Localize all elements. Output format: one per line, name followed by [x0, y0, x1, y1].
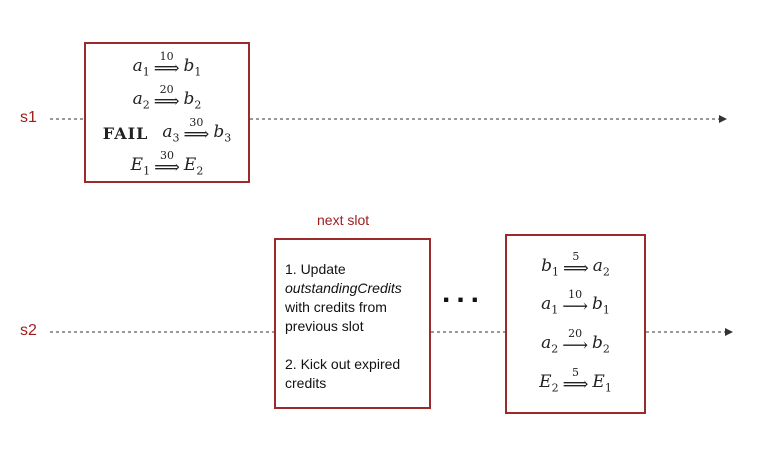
to-node: b1 [183, 55, 202, 79]
single-arrow: 20⟶ [562, 326, 589, 356]
to-node: b2 [592, 332, 610, 356]
lane-label-s2: s2 [20, 322, 37, 339]
credit-row: E1 30⟹ E2 [86, 148, 248, 179]
step1-line2: previous slot [285, 318, 364, 334]
from-node: a1 [132, 55, 150, 79]
from-node: a1 [541, 293, 559, 317]
credit-row: a2 20⟹ b2 [86, 82, 248, 113]
from-node: E2 [539, 371, 559, 395]
s1-credit-box: a1 10⟹ b1 a2 20⟹ b2 FAIL a3 30⟹ b3 E1 30… [84, 42, 250, 183]
to-node: b2 [183, 88, 202, 112]
next-slot-steps: 1. Update outstandingCredits with credit… [285, 260, 427, 393]
lane-label-s1: s1 [20, 109, 37, 126]
from-node: a2 [132, 88, 150, 112]
step1-prefix: 1. Update [285, 261, 346, 277]
credit-row: a1 10⟶ b1 [507, 287, 644, 318]
from-node: a2 [541, 332, 559, 356]
credit-row: a2 20⟶ b2 [507, 326, 644, 357]
double-arrow: 10⟹ [153, 49, 180, 79]
to-node: b1 [592, 293, 610, 317]
double-arrow: 20⟹ [153, 82, 180, 112]
to-node: E1 [592, 371, 612, 395]
step2-line2: credits [285, 375, 327, 391]
credit-row: a1 10⟹ b1 [86, 49, 248, 80]
single-arrow: 10⟶ [562, 287, 589, 317]
step2-line1: 2. Kick out expired [285, 356, 401, 372]
to-node: a2 [592, 255, 610, 279]
next-slot-box: 1. Update outstandingCredits with credit… [274, 238, 431, 409]
next-slot-label: next slot [317, 212, 370, 228]
credit-row-failed: FAIL a3 30⟹ b3 [86, 115, 248, 146]
to-node: E2 [183, 154, 204, 178]
credit-row: E2 5⟹ E1 [507, 365, 644, 396]
from-node: a3 [162, 121, 180, 145]
step1-line1: with credits from [285, 299, 387, 315]
double-arrow: 30⟹ [154, 148, 180, 178]
fail-label: FAIL [102, 123, 149, 143]
double-arrow: 5⟹ [562, 365, 589, 395]
from-node: E1 [130, 154, 151, 178]
s2-credit-box: b1 5⟹ a2 a1 10⟶ b1 a2 20⟶ b2 E2 5⟹ E1 [505, 234, 646, 414]
to-node: b3 [213, 121, 232, 145]
step1-term: outstandingCredits [285, 280, 402, 296]
double-arrow: 30⟹ [183, 115, 210, 145]
credit-row: b1 5⟹ a2 [507, 249, 644, 280]
ellipsis: ... [442, 276, 486, 309]
double-arrow: 5⟹ [562, 249, 589, 279]
from-node: b1 [541, 255, 559, 279]
